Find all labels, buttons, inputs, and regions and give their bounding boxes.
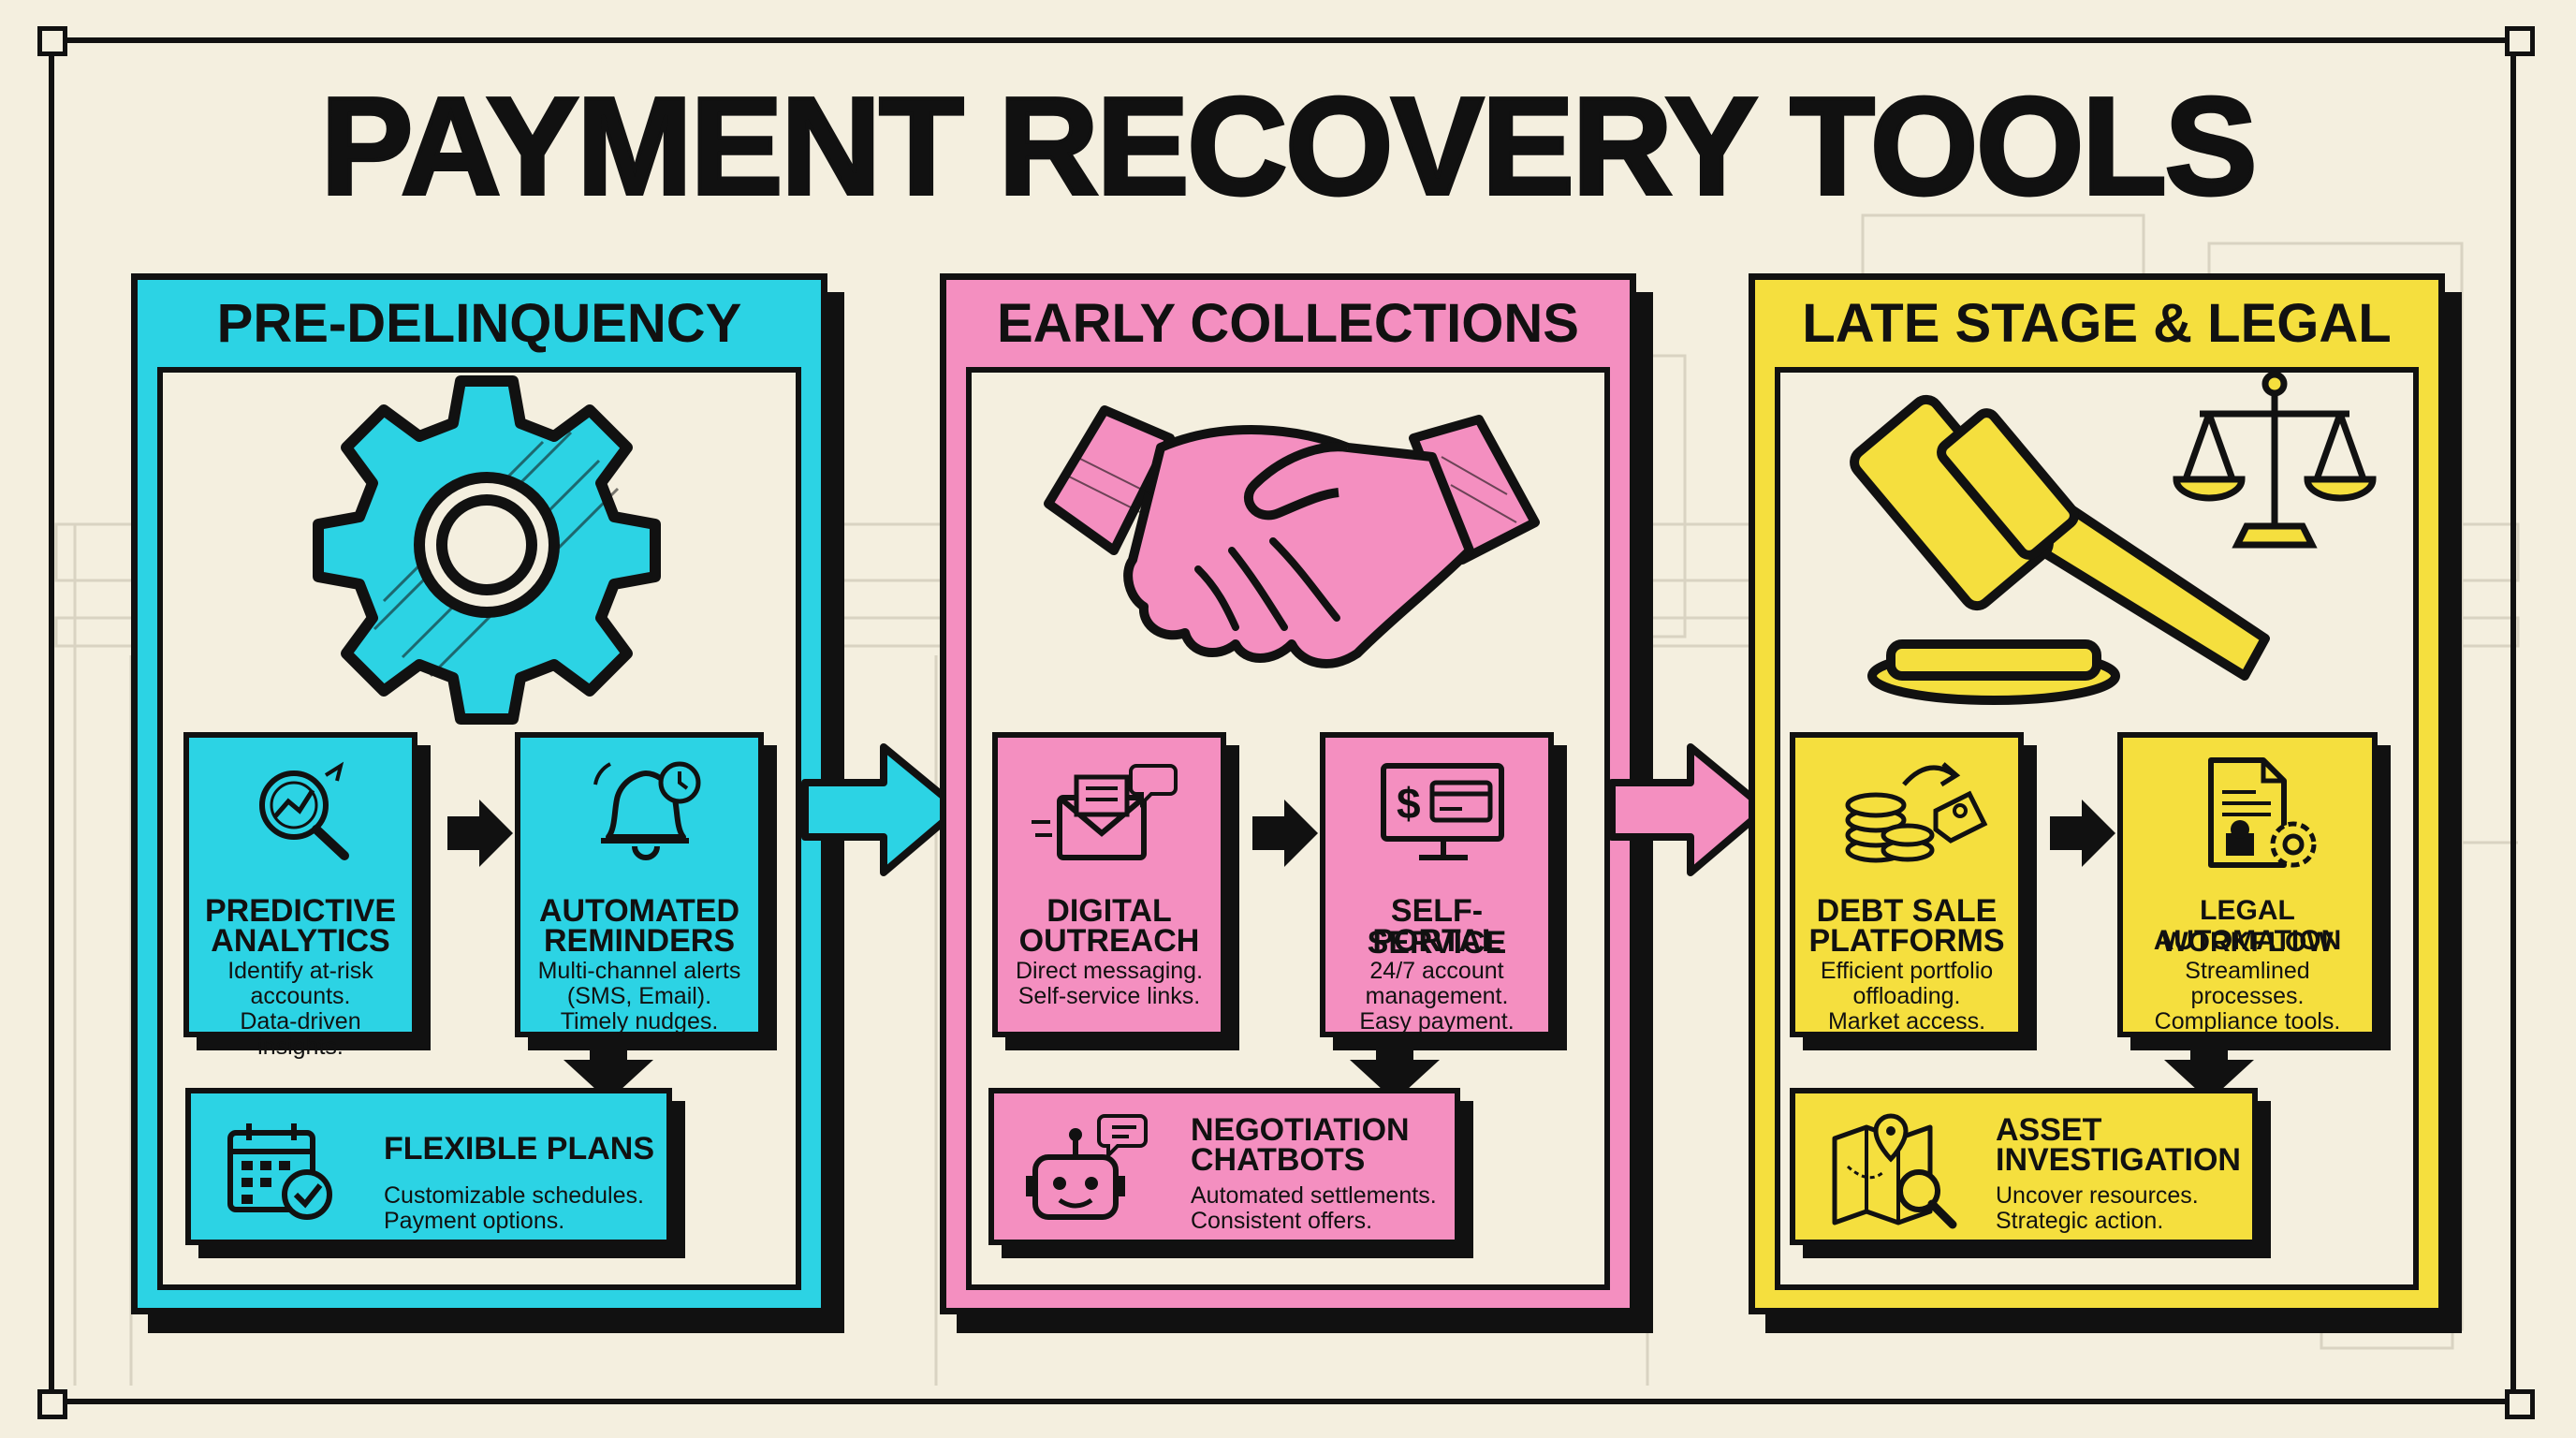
svg-text:$: $ (1397, 779, 1421, 828)
coins-tag-icon (1845, 762, 1988, 863)
card-title: PORTAL (1372, 923, 1501, 959)
card-description: Automated settlements. Consistent offers… (1191, 1182, 1437, 1234)
card-description: 24/7 account management. Easy payment. (1359, 958, 1515, 1034)
card-description: Identify at-risk accounts. Data-driven i… (227, 958, 373, 1060)
card-description: Multi-channel alerts (SMS, Email). Timel… (537, 958, 741, 1034)
card-title: PLATFORMS (1808, 923, 2005, 959)
panel-title: EARLY COLLECTIONS (997, 293, 1579, 354)
panel-title: PRE-DELINQUENCY (216, 293, 742, 354)
gear-icon (313, 375, 661, 725)
arrow-right-icon (801, 743, 962, 876)
frame-corner (37, 26, 67, 56)
card-title: OUTREACH (1018, 923, 1200, 959)
frame-corner (37, 1389, 67, 1419)
handshake-icon (1044, 405, 1540, 668)
monitor-payment-icon: $ (1381, 763, 1504, 860)
card-title: FLEXIBLE PLANS (384, 1131, 655, 1167)
card-legal-workflow-automation: LEGAL WORKFLOW AUTOMATION Streamlined pr… (2117, 732, 2378, 1037)
panel-title: LATE STAGE & LEGAL (1802, 293, 2392, 354)
arrow-down-icon (2164, 1041, 2254, 1101)
card-title: PREDICTIVE (204, 893, 397, 929)
document-gear-icon (2208, 757, 2317, 868)
analytics-magnifier-icon (259, 761, 349, 860)
arrow-right-icon (1608, 743, 1769, 876)
card-digital-outreach: DIGITAL OUTREACH Direct messaging. Self-… (992, 732, 1226, 1037)
card-title: DIGITAL (1046, 893, 1172, 929)
card-automated-reminders: AUTOMATED REMINDERS Multi-channel alerts… (515, 732, 764, 1037)
robot-chat-icon (1026, 1114, 1148, 1220)
card-title: NEGOTIATION (1191, 1112, 1410, 1148)
arrow-down-icon (564, 1041, 653, 1101)
arrow-right-icon (447, 800, 513, 867)
card-description: Streamlined processes. Compliance tools. (2154, 958, 2341, 1034)
card-self-service-portal: $ SELF-SERVICE PORTAL 24/7 account manag… (1320, 732, 1554, 1037)
card-description: Uncover resources. Strategic action. (1996, 1182, 2199, 1234)
card-title: INVESTIGATION (1996, 1142, 2241, 1178)
frame-corner (2505, 26, 2535, 56)
card-debt-sale-platforms: DEBT SALE PLATFORMS Efficient portfolio … (1790, 732, 2024, 1037)
card-negotiation-chatbots: NEGOTIATION CHATBOTS Automated settlemen… (988, 1088, 1460, 1245)
map-search-icon (1832, 1113, 1957, 1229)
card-title: AUTOMATED (538, 893, 740, 929)
card-title: ASSET (1996, 1112, 2102, 1148)
card-description: Direct messaging. Self-service links. (1015, 958, 1204, 1009)
frame-corner (2505, 1389, 2535, 1419)
card-title: REMINDERS (543, 923, 736, 959)
arrow-down-icon (1350, 1041, 1440, 1101)
arrow-right-icon (2050, 800, 2115, 867)
card-title: AUTOMATION (2153, 925, 2342, 956)
arrow-right-icon (1252, 800, 1318, 867)
card-flexible-plans: FLEXIBLE PLANS Customizable schedules. P… (185, 1088, 672, 1245)
outer-frame (49, 37, 2516, 1404)
page-title: PAYMENT RECOVERY TOOLS (319, 67, 2260, 226)
card-description: Efficient portfolio offloading. Market a… (1820, 958, 1994, 1034)
card-title: SELF-SERVICE (1367, 893, 1507, 961)
calendar-check-icon (227, 1123, 332, 1220)
card-title: CHATBOTS (1191, 1142, 1366, 1178)
card-title: ANALYTICS (211, 923, 390, 959)
card-description: Customizable schedules. Payment options. (384, 1182, 644, 1234)
gavel-scales-icon (1850, 371, 2377, 705)
envelope-chat-icon (1032, 764, 1178, 860)
card-predictive-analytics: PREDICTIVE ANALYTICS Identify at-risk ac… (183, 732, 417, 1060)
card-title: DEBT SALE (1816, 893, 1998, 929)
card-title: LEGAL WORKFLOW (2161, 895, 2334, 958)
bell-clock-icon (593, 761, 701, 860)
card-asset-investigation: ASSET INVESTIGATION Uncover resources. S… (1790, 1088, 2258, 1245)
